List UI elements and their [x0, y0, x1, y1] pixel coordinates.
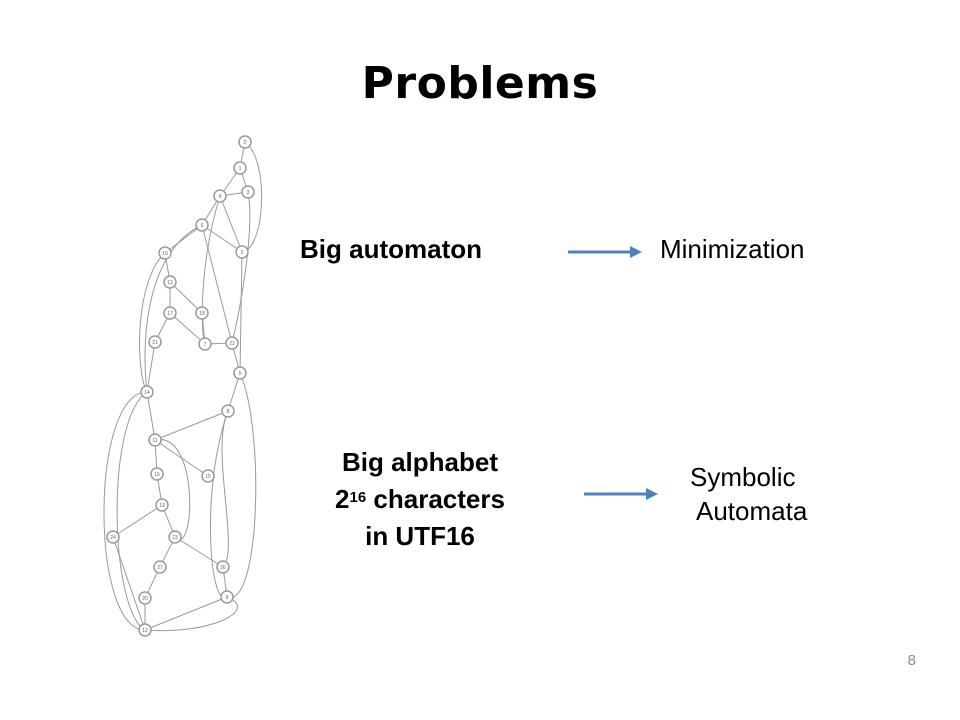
graph-state: 3 [241, 185, 255, 199]
graph-state: 23 [168, 530, 182, 544]
graph-state-label: 10 [162, 251, 168, 257]
graph-edge [144, 224, 203, 393]
graph-state-label: 21 [152, 340, 158, 346]
graph-state-label: 23 [172, 535, 178, 541]
graph-state: 15 [201, 469, 215, 483]
graph-state-label: 22 [229, 341, 235, 347]
graph-state-label: 13 [167, 280, 173, 286]
graph-edge [221, 410, 229, 568]
graph-edge [201, 224, 243, 253]
graph-state-label: 26 [220, 565, 226, 571]
graph-state: 22 [225, 336, 239, 350]
graph-edge [139, 252, 166, 393]
graph-edge [226, 372, 257, 598]
graph-state-label: 12 [142, 628, 148, 634]
graph-state-label: 7 [204, 342, 207, 348]
minimization-label: Minimization [660, 234, 805, 264]
graph-state-label: 15 [205, 474, 211, 480]
symbolic-line2: Automata [696, 496, 808, 526]
graph-state-label: 4 [219, 194, 222, 200]
graph-state: 14 [140, 385, 154, 399]
graph-state: 16 [150, 467, 164, 481]
graph-edge [116, 391, 148, 631]
graph-edge [144, 596, 228, 631]
graph-state: 18 [195, 306, 209, 320]
graph-state: 19 [155, 498, 169, 512]
graph-state-label: 18 [199, 311, 205, 317]
graph-edge [174, 536, 224, 568]
characters-text: characters [366, 484, 505, 514]
arrow-icon [584, 488, 658, 500]
graph-state-label: 5 [239, 371, 242, 377]
arrow-icon [568, 246, 642, 258]
graph-state: 17 [163, 306, 177, 320]
graph-edge [154, 410, 229, 441]
power-base: 2 [335, 484, 350, 514]
graph-edge [144, 596, 238, 632]
graph-state: 9 [220, 590, 234, 604]
graph-state: 6 [195, 218, 209, 232]
graph-state-label: 27 [157, 565, 163, 571]
graph-state-label: 2 [241, 250, 244, 256]
graph-state: 27 [153, 560, 167, 574]
graph-state: 7 [198, 337, 212, 351]
graph-state-label: 17 [167, 311, 173, 317]
graph-edge [146, 391, 156, 441]
graph-state: 8 [221, 404, 235, 418]
graph-state-label: 6 [201, 223, 204, 229]
graph-state: 26 [216, 560, 230, 574]
graph-edge [239, 251, 243, 374]
graph-state: 5 [233, 366, 247, 380]
graph-state-label: 1 [239, 166, 242, 172]
graph-state-label: 0 [244, 140, 247, 146]
graph-edge [201, 195, 221, 345]
graph-state: 2 [235, 245, 249, 259]
graph-edge [154, 439, 191, 541]
graph-state: 21 [148, 335, 162, 349]
graph-state: 11 [148, 433, 162, 447]
graph-edge [219, 195, 243, 253]
graph-state-label: 24 [110, 535, 116, 541]
graph-edge [103, 391, 148, 631]
graph-state: 12 [138, 623, 152, 637]
graph-state: 24 [106, 530, 120, 544]
graph-edge [169, 312, 206, 345]
page-number: 8 [907, 652, 916, 669]
graph-edge [231, 191, 251, 344]
graph-edge [146, 341, 156, 393]
slide-title: Problems [361, 58, 599, 109]
big-automaton-label: Big automaton [300, 234, 482, 264]
graph-edge [112, 504, 163, 538]
graph-state-label: 11 [152, 438, 157, 444]
big-alphabet-label: Big alphabet 216 characters in UTF16 [300, 444, 540, 555]
big-alphabet-line3: in UTF16 [365, 521, 475, 551]
graph-state: 10 [158, 246, 172, 260]
big-alphabet-line1: Big alphabet [341, 447, 498, 477]
symbolic-automata-label: Symbolic Automata [690, 460, 807, 528]
symbolic-line1: Symbolic [690, 462, 796, 492]
graph-state-label: 19 [159, 503, 165, 509]
graph-state: 0 [238, 135, 252, 149]
graph-edge [164, 224, 203, 254]
graph-state-label: 8 [227, 409, 230, 415]
graph-state: 1 [233, 161, 247, 175]
graph-edge [169, 281, 203, 314]
graph-edge [112, 536, 146, 631]
graph-state-label: 9 [226, 595, 229, 601]
graph-state-label: 16 [154, 472, 160, 478]
graph-state-label: 3 [247, 190, 250, 196]
graph-edge [201, 224, 233, 344]
graph-state-label: 14 [144, 390, 150, 396]
power-exponent: 16 [349, 489, 367, 506]
big-alphabet-line2: 216 characters [300, 481, 540, 518]
graph-state: 4 [213, 189, 227, 203]
graph-state: 13 [163, 275, 177, 289]
graph-edge [241, 141, 263, 253]
graph-state-label: 20 [142, 596, 148, 602]
graph-state: 20 [138, 591, 152, 605]
